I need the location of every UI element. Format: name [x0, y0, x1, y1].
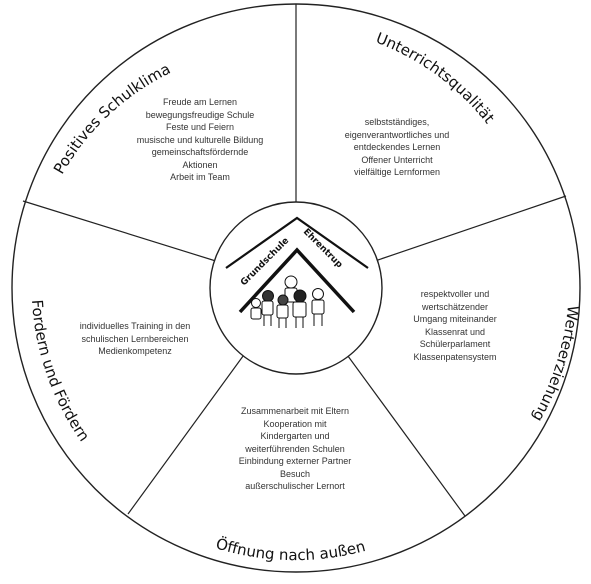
list-item: Zusammenarbeit mit Eltern: [240, 406, 350, 416]
list-item: gemeinschaftsfördernde: [151, 147, 249, 157]
items-werteerziehung: respektvoller und wertschätzender Umgang…: [395, 288, 515, 363]
list-item: vielfältige Lernformen: [353, 167, 441, 177]
divider-lower-left: [127, 351, 247, 515]
list-item: Arbeit im Team: [170, 172, 230, 182]
list-item: Offener Unterricht: [361, 154, 433, 165]
list-item: Umgang miteinander: [413, 314, 497, 324]
children-illustration: [250, 275, 325, 328]
list-item: Freude am Lernen: [162, 97, 238, 107]
list-item: bewegungsfreudige Schule: [145, 109, 255, 120]
items-oeffnung-nach-aussen: Zusammenarbeit mit Eltern Kooperation mi…: [220, 405, 370, 493]
list-item: Kindergarten und: [260, 431, 330, 441]
list-item: Kooperation mit: [263, 418, 327, 429]
logo-roof-inner: [238, 247, 356, 314]
divider-right: [371, 195, 567, 263]
list-item: Klassenpatensystem: [413, 351, 497, 362]
list-item: Aktionen: [182, 159, 218, 170]
list-item: weiterführenden Schulen: [245, 443, 345, 454]
list-item: Besuch: [279, 468, 311, 479]
list-item: musische und kulturelle Bildung: [136, 134, 264, 145]
list-item: schulischen Lernbereichen: [81, 333, 189, 344]
list-item: Medienkompetenz: [98, 346, 172, 356]
list-item: Klassenrat und: [424, 326, 486, 337]
list-item: eigenverantwortliches und: [344, 129, 450, 140]
list-item: außerschulischer Lernort: [245, 481, 345, 491]
divider-left: [22, 200, 220, 263]
divider-lower-right: [344, 351, 466, 517]
items-fordern-und-foerdern: individuelles Training in den schulische…: [60, 320, 210, 358]
list-item: selbstständiges,: [364, 117, 430, 127]
items-positives-schulklima: Freude am Lernen bewegungsfreudige Schul…: [120, 96, 280, 184]
list-item: entdeckendes Lernen: [353, 142, 441, 152]
list-item: wertschätzender: [421, 301, 489, 312]
list-item: individuelles Training in den: [79, 321, 191, 331]
items-unterrichtsqualitaet: selbstständiges, eigenverantwortliches u…: [322, 116, 472, 179]
list-item: Einbindung externer Partner: [238, 456, 352, 466]
list-item: Feste und Feiern: [165, 122, 235, 132]
list-item: respektvoller und: [420, 289, 490, 299]
list-item: Schülerparlament: [419, 339, 491, 349]
logo-roof-outer: [225, 216, 369, 269]
